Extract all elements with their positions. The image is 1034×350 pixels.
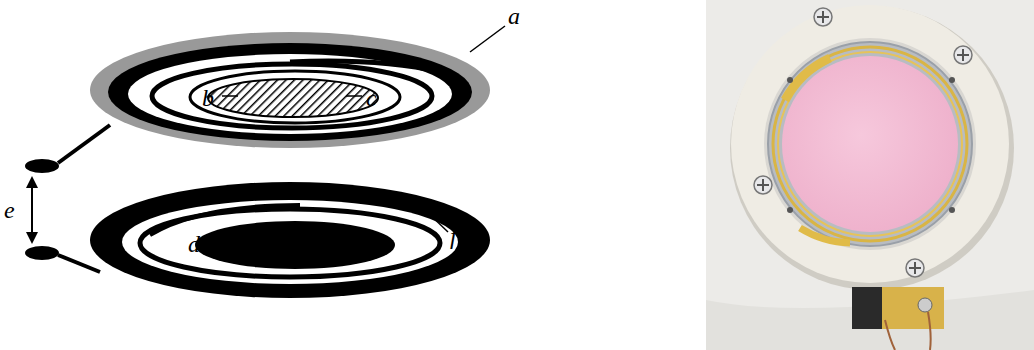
callout-letter: c bbox=[366, 86, 377, 110]
bottom-electrode bbox=[25, 182, 490, 298]
device-photo bbox=[706, 0, 1034, 350]
callout-letter: d bbox=[188, 232, 200, 256]
callout-letter: f bbox=[450, 224, 457, 248]
top-electrode bbox=[25, 32, 490, 173]
gap-arrow bbox=[26, 176, 38, 244]
leader-lines bbox=[205, 26, 505, 240]
callout-letter: b bbox=[202, 86, 214, 110]
callout-letter: e bbox=[4, 198, 15, 222]
callout-letter: a bbox=[508, 4, 520, 28]
